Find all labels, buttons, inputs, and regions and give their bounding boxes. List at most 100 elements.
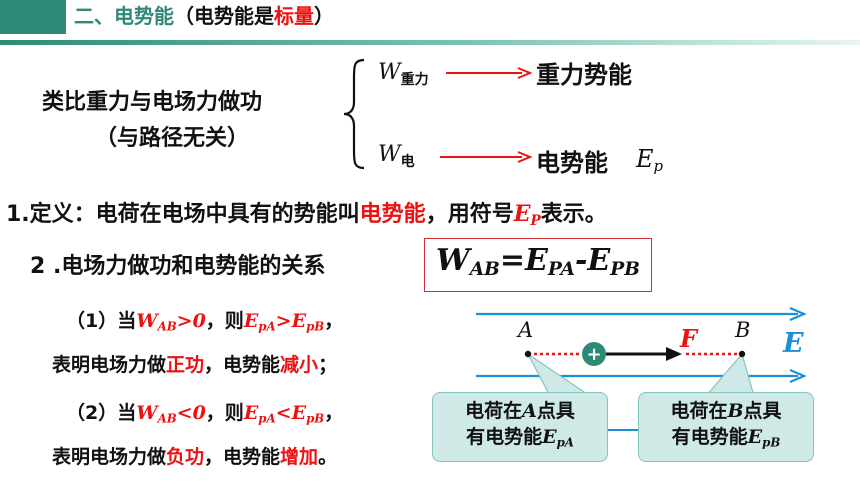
electric-work-label: W电 xyxy=(378,142,415,171)
case-e2-sub: pB xyxy=(306,411,325,426)
case-rel: > xyxy=(275,310,292,332)
definition-text-a: 1.定义：电荷在电场中具有的势能叫 xyxy=(6,202,360,227)
case-e2: E xyxy=(291,310,307,332)
field-line-bottom xyxy=(476,368,807,384)
case-work: WAB<0 xyxy=(136,402,206,426)
case-1-condition: （1）当WAB>0，则EpA>EpB， xyxy=(66,306,343,333)
definition-text-b: ，用符号 xyxy=(425,202,514,227)
case-desc-a: 表明电场力做 xyxy=(52,354,167,376)
ep-symbol-sub: p xyxy=(653,157,664,176)
callout-a-sym: E xyxy=(542,426,557,448)
section-title-main: 二、电势能 xyxy=(74,4,174,28)
callout-a-sym-sub: pA xyxy=(556,435,574,450)
header-divider xyxy=(0,40,860,45)
force-label: F xyxy=(680,324,698,353)
definition-symbol: EP xyxy=(513,201,541,229)
case-desc-work: 正功 xyxy=(166,354,205,376)
case-e2-sub: pB xyxy=(306,319,325,334)
analogy-line-2: （与路径无关） xyxy=(95,126,250,151)
callout-point-a: 电荷在A点具 有电势能EpA xyxy=(432,392,608,462)
electric-work-symbol: W xyxy=(378,142,401,167)
case-e1-sub: pA xyxy=(258,411,276,426)
case-e1: E xyxy=(243,310,259,332)
section-title-highlight: 标量 xyxy=(274,4,314,28)
case-desc-change: 减小 xyxy=(280,354,319,376)
field-line-top xyxy=(476,306,807,322)
callout-a-text-c: 有电势能 xyxy=(466,426,543,448)
case-tail: ， xyxy=(324,310,344,332)
case-desc-b: ，电势能 xyxy=(204,354,281,376)
case-w: W xyxy=(136,310,158,332)
case-mid: ，则 xyxy=(205,402,244,424)
case-w: W xyxy=(136,402,158,424)
case-e1-sub: pA xyxy=(258,319,276,334)
case-rel: < xyxy=(275,402,292,424)
ep-symbol: E xyxy=(636,145,654,173)
field-label: E xyxy=(783,328,804,359)
callout-a-line1: 电荷在A点具 xyxy=(433,398,607,424)
case-desc-work: 负功 xyxy=(166,446,205,468)
case-2-condition: （2）当WAB<0，则EpA<EpB， xyxy=(66,398,343,425)
electric-work-subscript: 电 xyxy=(400,154,415,170)
case-tail: ， xyxy=(324,402,344,424)
definition-symbol-sub: P xyxy=(530,212,541,229)
header-accent-block xyxy=(0,0,66,34)
point-a-dot xyxy=(524,350,532,358)
callout-b-text-c: 有电势能 xyxy=(671,426,748,448)
gravity-work-subscript: 重力 xyxy=(400,72,429,88)
case-lead: （1）当 xyxy=(66,310,137,332)
case-w-sub: AB xyxy=(157,411,177,426)
formula-equals: = xyxy=(499,243,525,278)
case-e1: E xyxy=(243,402,259,424)
case-1-description: 表明电场力做正功，电势能减小； xyxy=(52,350,337,377)
case-desc-a: 表明电场力做 xyxy=(52,446,167,468)
case-lead: （2）当 xyxy=(66,402,137,424)
callout-b-text-a: 电荷在 xyxy=(670,400,728,422)
formula-e2: E xyxy=(587,243,611,278)
case-2-description: 表明电场力做负功，电势能增加。 xyxy=(52,442,337,469)
electric-field-diagram: + xyxy=(476,306,807,431)
callout-b-sym-sub: pB xyxy=(762,435,781,450)
case-energy-compare: EpA<EpB xyxy=(243,402,325,426)
point-a-label: A xyxy=(518,318,534,342)
case-desc-b: ，电势能 xyxy=(204,446,281,468)
gravity-work-symbol: W xyxy=(378,60,401,85)
case-desc-end: 。 xyxy=(318,446,338,468)
formula-e1: E xyxy=(525,243,548,278)
gravity-potential-energy: 重力势能 xyxy=(536,61,632,89)
work-energy-formula: WAB=EPA-EPB xyxy=(436,243,640,280)
callout-b-text-b: 点具 xyxy=(743,400,782,422)
formula-minus: - xyxy=(574,243,588,278)
callout-b-sym: E xyxy=(747,426,763,448)
section-title-paren: （电势能是 xyxy=(174,4,274,28)
relation-label: 2 .电场力做功和电势能的关系 xyxy=(30,254,326,279)
definition-term: 电势能 xyxy=(359,202,426,227)
case-energy-compare: EpA>EpB xyxy=(243,310,325,334)
case-desc-end: ； xyxy=(318,354,338,376)
electric-potential-energy: 电势能 xyxy=(536,149,608,177)
point-b-dot xyxy=(738,350,746,358)
formula-box xyxy=(424,238,652,292)
section-title: 二、电势能（电势能是标量） xyxy=(74,3,334,29)
case-mid: ，则 xyxy=(205,310,244,332)
callout-point-b: 电荷在B点具 有电势能EpB xyxy=(638,392,814,462)
case-w-sub: AB xyxy=(157,319,177,334)
callout-b-point: B xyxy=(727,400,744,422)
analogy-line-1: 类比重力与电场力做功 xyxy=(42,90,263,115)
gravity-work-label: W重力 xyxy=(378,60,429,89)
electric-potential-symbol: Ep xyxy=(636,145,663,175)
case-cond: <0 xyxy=(176,402,206,424)
callout-b-line2: 有电势能EpB xyxy=(639,424,813,455)
formula-e1-sub: PA xyxy=(547,259,575,281)
case-desc-change: 增加 xyxy=(280,446,319,468)
callout-a-text-b: 点具 xyxy=(536,400,575,422)
definition-symbol-e: E xyxy=(513,201,531,227)
case-e2: E xyxy=(291,402,307,424)
callout-b-line1: 电荷在B点具 xyxy=(639,398,813,424)
point-b-label: B xyxy=(735,318,751,342)
callout-a-line2: 有电势能EpA xyxy=(433,424,607,455)
red-arrow-icon xyxy=(446,67,532,79)
svg-text:+: + xyxy=(586,344,601,365)
case-cond: >0 xyxy=(176,310,206,332)
definition-line: 1.定义：电荷在电场中具有的势能叫电势能，用符号EP表示。 xyxy=(6,196,607,229)
